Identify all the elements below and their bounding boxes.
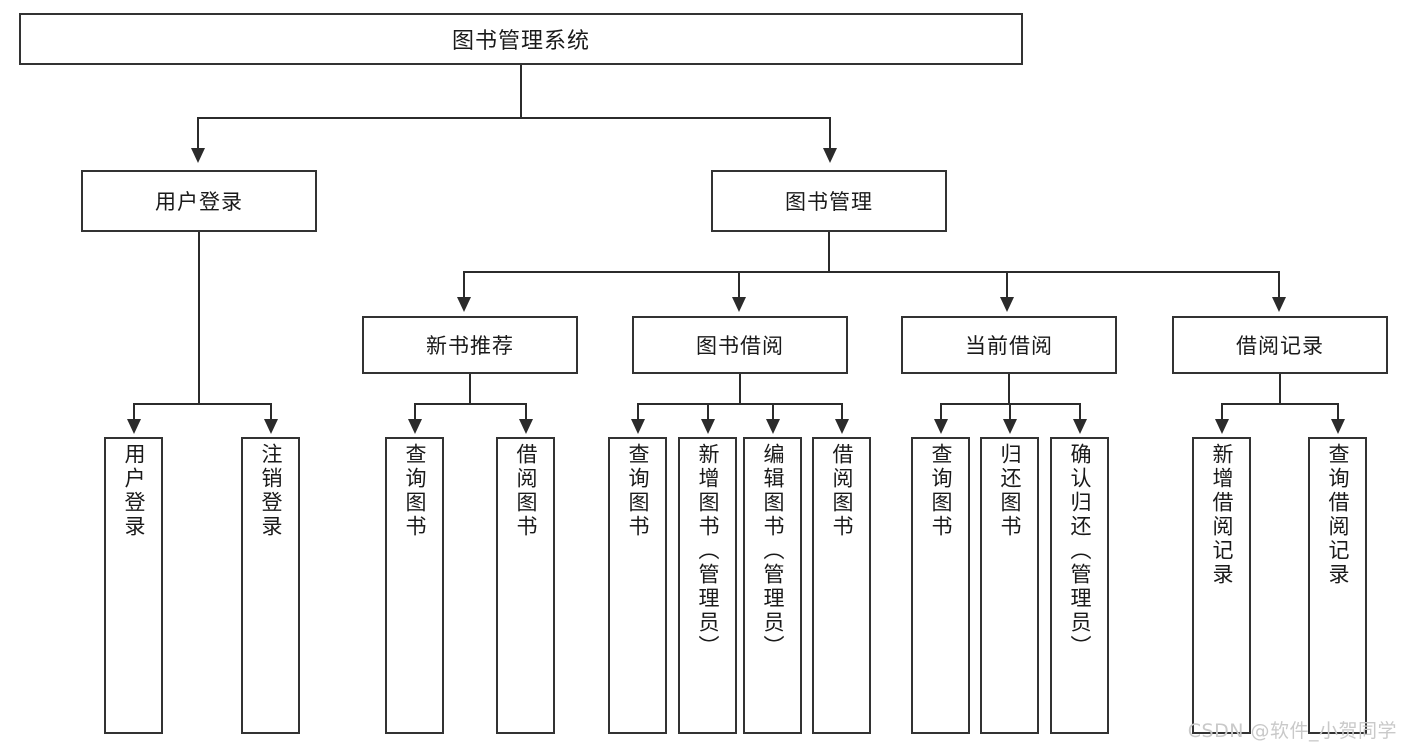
connector-book-borrow-leaf-4 — [841, 403, 843, 420]
node-leaf-query-book-current[interactable]: 查询图书 — [911, 437, 970, 734]
node-label: 用户登录 — [122, 443, 146, 539]
node-borrow-record[interactable]: 借阅记录 — [1172, 316, 1388, 374]
arrowhead-user-login-leaf-2 — [264, 419, 278, 434]
node-label: 借阅图书 — [830, 443, 854, 539]
node-leaf-edit-book-admin[interactable]: 编辑图书（管理员） — [743, 437, 802, 734]
arrowhead-current-borrow-leaf-1 — [934, 419, 948, 434]
connector-borrow-record-stem — [1279, 374, 1281, 404]
connector-new-book-bus — [414, 403, 526, 405]
node-label: 查询图书 — [929, 443, 953, 539]
arrowhead-current-borrow-leaf-2 — [1003, 419, 1017, 434]
node-label: 新增借阅记录 — [1210, 443, 1234, 587]
connector-user-login-stem — [198, 232, 200, 404]
connector-root-to-user-login — [197, 117, 199, 150]
arrowhead-new-book — [457, 297, 471, 312]
arrowhead-book-borrow-leaf-2 — [701, 419, 715, 434]
node-new-book-recommend[interactable]: 新书推荐 — [362, 316, 578, 374]
node-leaf-confirm-return-admin[interactable]: 确认归还（管理员） — [1050, 437, 1109, 734]
connector-book-manage-to-new-book — [463, 271, 465, 298]
arrowhead-book-borrow — [732, 297, 746, 312]
node-label: 注销登录 — [259, 443, 283, 539]
connector-book-borrow-leaf-3 — [772, 403, 774, 420]
arrowhead-root-to-book-manage — [823, 148, 837, 163]
arrowhead-book-borrow-leaf-1 — [631, 419, 645, 434]
node-user-login[interactable]: 用户登录 — [81, 170, 317, 232]
connector-current-borrow-leaf-1 — [940, 403, 942, 420]
connector-user-login-to-leaf-2 — [270, 403, 272, 420]
connector-borrow-record-bus — [1221, 403, 1338, 405]
connector-current-borrow-stem — [1008, 374, 1010, 404]
node-leaf-borrow-book-recommend[interactable]: 借阅图书 — [496, 437, 555, 734]
node-label: 借阅图书 — [514, 443, 538, 539]
connector-book-manage-bus — [463, 271, 1280, 273]
arrowhead-borrow-record-leaf-2 — [1331, 419, 1345, 434]
connector-current-borrow-leaf-3 — [1079, 403, 1081, 420]
node-leaf-borrow-book[interactable]: 借阅图书 — [812, 437, 871, 734]
connector-new-book-stem — [469, 374, 471, 404]
connector-user-login-to-leaf-1 — [133, 403, 135, 420]
connector-user-login-bus — [133, 403, 270, 405]
node-leaf-user-login[interactable]: 用户登录 — [104, 437, 163, 734]
arrowhead-borrow-record-leaf-1 — [1215, 419, 1229, 434]
connector-root-to-book-manage — [829, 117, 831, 150]
arrowhead-new-book-leaf-1 — [408, 419, 422, 434]
connector-book-manage-to-book-borrow — [738, 271, 740, 298]
node-label: 编辑图书（管理员） — [761, 443, 785, 659]
node-leaf-return-book[interactable]: 归还图书 — [980, 437, 1039, 734]
node-label: 用户登录 — [155, 190, 243, 214]
node-label: 查询图书 — [626, 443, 650, 539]
node-book-borrow[interactable]: 图书借阅 — [632, 316, 848, 374]
node-leaf-query-book[interactable]: 查询图书 — [608, 437, 667, 734]
node-label: 借阅记录 — [1236, 334, 1324, 358]
node-label: 图书管理 — [785, 190, 873, 214]
node-label: 确认归还（管理员） — [1068, 443, 1092, 659]
arrowhead-new-book-leaf-2 — [519, 419, 533, 434]
node-book-management[interactable]: 图书管理 — [711, 170, 947, 232]
arrowhead-root-to-user-login — [191, 148, 205, 163]
node-root-system[interactable]: 图书管理系统 — [19, 13, 1023, 65]
node-label: 图书管理系统 — [451, 29, 590, 54]
node-current-borrow[interactable]: 当前借阅 — [901, 316, 1117, 374]
node-label: 当前借阅 — [965, 334, 1053, 358]
connector-book-borrow-bus — [637, 403, 843, 405]
connector-root-stem — [520, 65, 522, 118]
node-leaf-query-borrow-record[interactable]: 查询借阅记录 — [1308, 437, 1367, 734]
node-label: 新书推荐 — [426, 334, 514, 358]
node-label: 新增图书（管理员） — [696, 443, 720, 659]
connector-book-manage-stem — [828, 232, 830, 272]
node-leaf-query-book-recommend[interactable]: 查询图书 — [385, 437, 444, 734]
arrowhead-book-borrow-leaf-3 — [766, 419, 780, 434]
node-leaf-logout[interactable]: 注销登录 — [241, 437, 300, 734]
node-label: 查询借阅记录 — [1326, 443, 1350, 587]
node-leaf-add-book-admin[interactable]: 新增图书（管理员） — [678, 437, 737, 734]
node-label: 查询图书 — [403, 443, 427, 539]
arrowhead-book-borrow-leaf-4 — [835, 419, 849, 434]
arrowhead-borrow-record — [1272, 297, 1286, 312]
connector-borrow-record-leaf-2 — [1337, 403, 1339, 420]
connector-new-book-leaf-1 — [414, 403, 416, 420]
connector-book-borrow-leaf-2 — [707, 403, 709, 420]
arrowhead-current-borrow-leaf-3 — [1073, 419, 1087, 434]
node-label: 图书借阅 — [696, 334, 784, 358]
connector-current-borrow-leaf-2 — [1009, 403, 1011, 420]
arrowhead-user-login-leaf-1 — [127, 419, 141, 434]
connector-new-book-leaf-2 — [525, 403, 527, 420]
node-label: 归还图书 — [998, 443, 1022, 539]
connector-book-manage-to-borrow-record — [1278, 271, 1280, 298]
connector-root-bus — [197, 117, 831, 119]
connector-book-manage-to-current-borrow — [1006, 271, 1008, 298]
node-leaf-add-borrow-record[interactable]: 新增借阅记录 — [1192, 437, 1251, 734]
connector-book-borrow-leaf-1 — [637, 403, 639, 420]
connector-book-borrow-stem — [739, 374, 741, 404]
connector-borrow-record-leaf-1 — [1221, 403, 1223, 420]
arrowhead-current-borrow — [1000, 297, 1014, 312]
